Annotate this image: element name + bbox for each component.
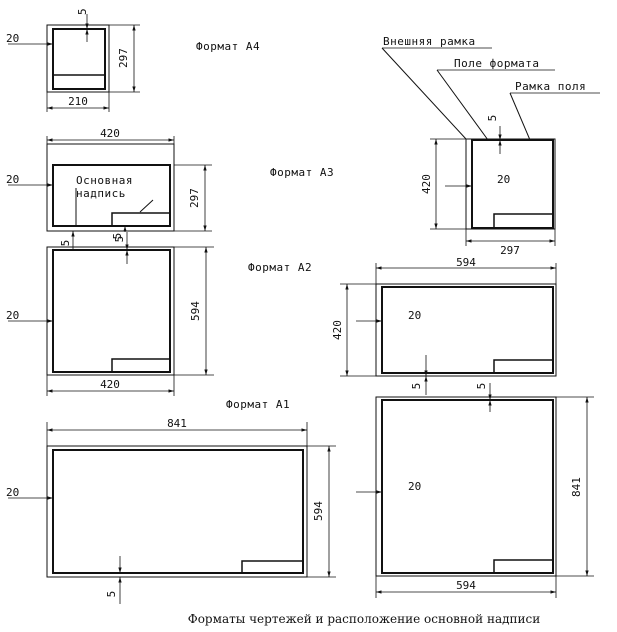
dim-a2-height: 594: [189, 301, 202, 321]
dim-a1p-top-margin: 5: [475, 383, 488, 390]
dim-a4-top-margin: 5: [76, 8, 89, 15]
dim-a2l-width: 594: [456, 256, 476, 269]
callout-title-block-line2: надпись: [76, 187, 126, 200]
format-titles: Формат А4 Формат А3 Формат А2 Формат А1: [196, 40, 334, 411]
format-a2-portrait-sheet: [46, 246, 175, 376]
title-a4: Формат А4: [196, 40, 260, 53]
dim-a3-width: 420: [100, 127, 120, 140]
dim-a1p-left-margin: 20: [408, 480, 421, 493]
format-a2-landscape-sheet: [375, 283, 557, 377]
dim-a2l-height: 420: [331, 320, 344, 340]
dim-a1-bottom-margin: 5: [105, 591, 118, 598]
format-a1-portrait-sheet: [375, 396, 557, 577]
dim-a3p-top-margin: 5: [486, 115, 499, 122]
callout-outer-frame: Внешняя рамка: [383, 35, 476, 48]
dim-a3p-width: 297: [500, 244, 520, 257]
dim-a3-titleblock-margin: 5: [111, 233, 124, 240]
dim-a2-left-margin: 20: [6, 309, 19, 322]
dim-a1-height: 594: [312, 501, 325, 521]
callout-format-field: Поле формата: [454, 57, 539, 70]
dim-a3-height: 297: [188, 188, 201, 208]
dim-a4-height: 297: [117, 48, 130, 68]
dim-a3p-left-margin: 20: [497, 173, 510, 186]
dim-a3-bottom-margin: 5: [59, 240, 72, 247]
callout-field-frame: Рамка поля: [515, 80, 586, 93]
dimension-values: 20 5 297 210 420 297 20 5 5 420 20 5 297…: [6, 8, 583, 597]
dim-a4-left-margin: 20: [6, 32, 19, 45]
format-a3-portrait-sheet: [465, 138, 556, 230]
figure-caption: Форматы чертежей и расположение основной…: [188, 612, 540, 626]
format-a1-landscape-dimensions: [8, 422, 336, 604]
format-a1-portrait-dimensions: [356, 383, 594, 598]
dim-a3-left-margin: 20: [6, 173, 19, 186]
format-a3-landscape-sheet: [46, 143, 175, 232]
dim-a2-width: 420: [100, 378, 120, 391]
format-a1-landscape-sheet: [46, 445, 308, 578]
title-a3: Формат А3: [270, 166, 334, 179]
format-a3-landscape-dimensions: [8, 136, 212, 249]
dim-a1p-height: 841: [570, 477, 583, 497]
dim-a1-width: 841: [167, 417, 187, 430]
dim-a4-width: 210: [68, 95, 88, 108]
dim-a2l-bottom-margin: 5: [410, 383, 423, 390]
format-a2-portrait-dimensions: [8, 232, 214, 396]
title-a1: Формат А1: [226, 398, 290, 411]
callout-labels: Внешняя рамка Поле формата Рамка поля Ос…: [76, 35, 586, 200]
dim-a3p-height: 420: [420, 174, 433, 194]
dim-a1p-width: 594: [456, 579, 476, 592]
format-a3-portrait-dimensions: [381, 47, 600, 246]
format-a4-dimensions: [8, 14, 140, 112]
dim-a2l-left-margin: 20: [408, 309, 421, 322]
dim-a1-left-margin: 20: [6, 486, 19, 499]
callout-title-block-line1: Основная: [76, 174, 133, 187]
format-a2-landscape-dimensions: [340, 263, 557, 395]
title-a2: Формат А2: [248, 261, 312, 274]
format-a4-sheet: [46, 24, 110, 93]
dim-a2-top-margin: 5: [113, 236, 126, 243]
